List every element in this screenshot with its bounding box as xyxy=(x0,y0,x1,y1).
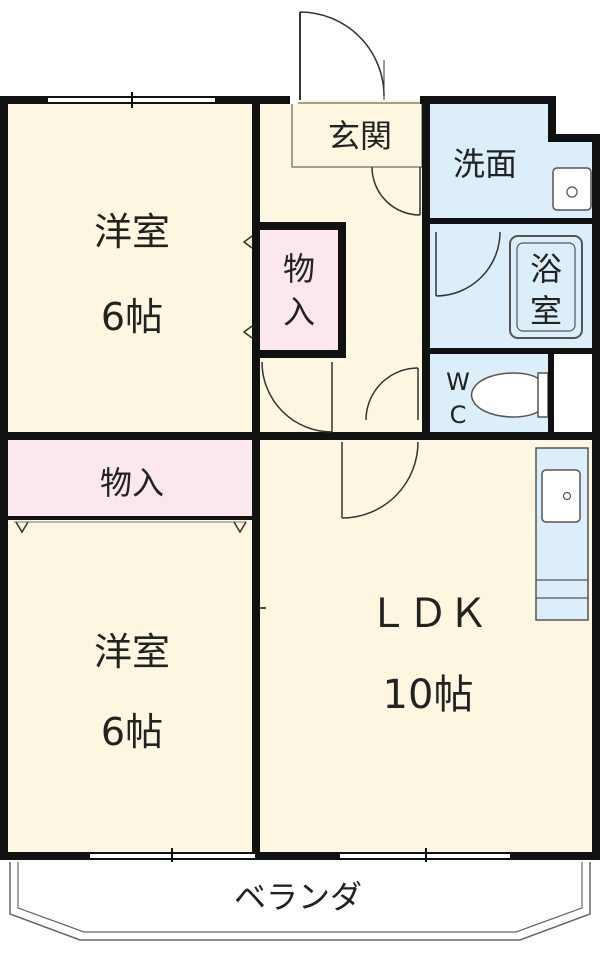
western-room-top-size: 6帖 xyxy=(101,295,163,339)
closet-top-label-line2: 入 xyxy=(283,293,315,331)
western-room-top-floor xyxy=(8,100,256,435)
washbasin-drain-icon xyxy=(566,186,578,198)
toilet-label-line1: W xyxy=(446,368,470,396)
bathtub-inner-icon xyxy=(516,242,576,332)
entrance-floor xyxy=(291,102,423,168)
shaft xyxy=(552,100,598,138)
closet-bottom-label: 物入 xyxy=(100,464,164,502)
balcony-outline xyxy=(9,862,591,941)
sink-drain-icon xyxy=(562,491,572,501)
balcony-label: ベランダ xyxy=(234,878,362,916)
toilet-tank-icon xyxy=(537,372,549,418)
ldk-size: 10帖 xyxy=(383,672,474,718)
western-room-top-name: 洋室 xyxy=(94,210,170,254)
closet-bottom-floor xyxy=(8,440,256,520)
closet-top-label-line1: 物 xyxy=(283,250,315,288)
closet-top-floor xyxy=(258,228,340,353)
front-door-swing xyxy=(299,11,385,97)
bathroom-label-line2: 室 xyxy=(530,292,562,330)
doors xyxy=(14,11,501,700)
western-room-bottom-floor xyxy=(8,520,256,856)
bathroom-label-line1: 浴 xyxy=(530,250,562,288)
washroom-label: 洗面 xyxy=(453,145,517,183)
windows xyxy=(48,92,510,864)
washbasin-icon xyxy=(552,167,592,211)
western-room-bottom-size: 6帖 xyxy=(101,710,163,754)
entrance-label: 玄関 xyxy=(328,117,392,155)
western-room-bottom-name: 洋室 xyxy=(94,630,170,674)
balcony-inner-outline xyxy=(17,862,583,933)
ldk-name: ＬＤＫ xyxy=(368,591,488,637)
kitchen-sink-icon xyxy=(541,469,581,523)
bathtub-icon xyxy=(509,235,583,339)
toilet-label-line2: C xyxy=(450,401,467,429)
toilet-bowl-icon xyxy=(470,372,541,418)
walls xyxy=(0,96,600,860)
